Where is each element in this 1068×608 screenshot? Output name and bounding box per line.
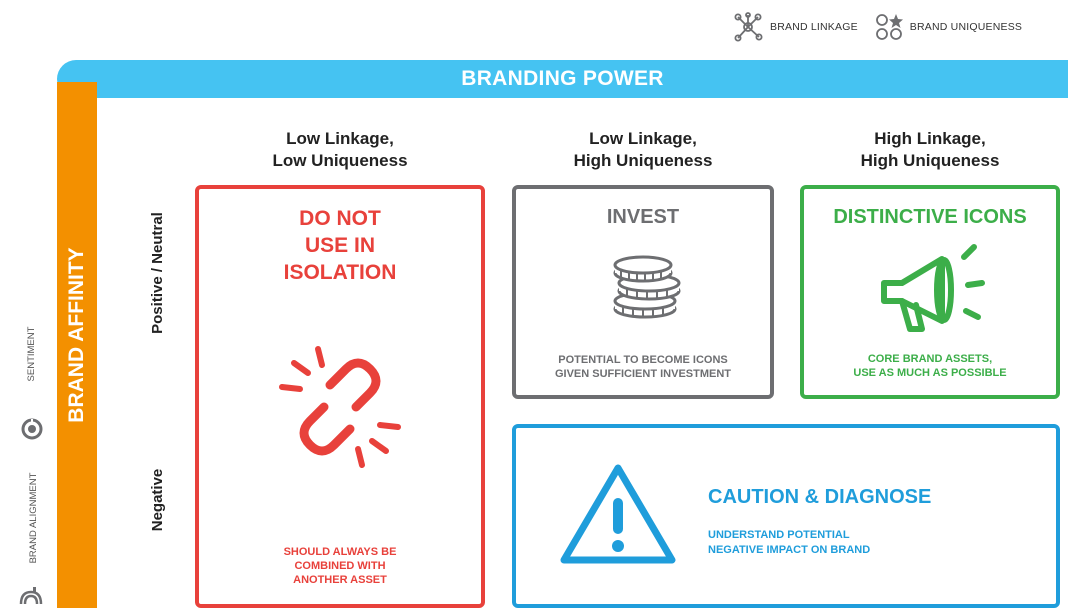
column-header-low-low: Low Linkage, Low Uniqueness (195, 128, 485, 172)
caution-desc: UNDERSTAND POTENTIAL NEGATIVE IMPACT ON … (708, 528, 870, 558)
do-not-use-box: DO NOT USE IN ISOLATION SHOULD ALWAYS BE… (195, 185, 485, 608)
coin-stack-icon (613, 255, 681, 319)
top-legend: BRAND LINKAGE BRAND UNIQUENESS (732, 12, 1022, 42)
desc-line: GIVEN SUFFICIENT INVESTMENT (554, 368, 731, 380)
broken-link-icon (279, 346, 401, 468)
brand-alignment-label: BRAND ALIGNMENT (28, 472, 39, 564)
desc-line: CORE BRAND ASSETS, (867, 353, 993, 365)
desc-line: NEGATIVE IMPACT ON BRAND (708, 544, 871, 556)
legend-linkage-label: BRAND LINKAGE (770, 21, 858, 33)
column-header-line2: Low Uniqueness (272, 151, 408, 170)
distinctive-title: DISTINCTIVE ICONS (833, 206, 1027, 228)
megaphone-icon (881, 244, 985, 332)
desc-line: USE AS MUCH AS POSSIBLE (853, 367, 1007, 379)
column-header-line1: High Linkage, (874, 129, 986, 148)
invest-box: INVEST POTENTIAL TO BECOME ICONS GIVEN S… (512, 185, 774, 399)
column-header-high-high: High Linkage, High Uniqueness (800, 128, 1060, 172)
caution-title: CAUTION & DIAGNOSE (708, 486, 932, 508)
desc-line: UNDERSTAND POTENTIAL (708, 529, 850, 541)
do-not-use-title: DO NOT USE IN ISOLATION (199, 205, 481, 286)
column-header-line2: High Uniqueness (860, 151, 1000, 170)
title-line: DO NOT (299, 207, 381, 230)
row-label-negative: Negative (149, 468, 166, 532)
distinctive-desc: CORE BRAND ASSETS, USE AS MUCH AS POSSIB… (804, 352, 1056, 380)
brand-affinity-bar (57, 82, 97, 608)
invest-desc: POTENTIAL TO BECOME ICONS GIVEN SUFFICIE… (516, 353, 770, 381)
column-header-line1: Low Linkage, (286, 129, 394, 148)
alignment-icon (19, 587, 43, 605)
warning-triangle-icon (560, 464, 676, 564)
caution-diagnose-box: CAUTION & DIAGNOSE UNDERSTAND POTENTIAL … (512, 424, 1060, 608)
desc-line: SHOULD ALWAYS BE (283, 546, 397, 558)
do-not-use-desc: SHOULD ALWAYS BE COMBINED WITH ANOTHER A… (199, 545, 481, 587)
branding-power-banner: BRANDING POWER (57, 60, 1068, 98)
sentiment-icon (21, 418, 43, 440)
desc-line: ANOTHER ASSET (293, 574, 387, 586)
desc-line: POTENTIAL TO BECOME ICONS (558, 354, 728, 366)
legend-brand-uniqueness: BRAND UNIQUENESS (874, 12, 1022, 42)
distinctive-icons-box: DISTINCTIVE ICONS CORE BRAND ASSETS, USE… (800, 185, 1060, 399)
circles-star-icon (875, 14, 903, 40)
invest-title: INVEST (606, 206, 680, 228)
column-header-line2: High Uniqueness (573, 151, 713, 170)
title-line: USE IN (304, 234, 375, 257)
banner-title: BRANDING POWER (461, 67, 664, 90)
desc-line: COMBINED WITH (294, 560, 386, 572)
column-header-low-high: Low Linkage, High Uniqueness (512, 128, 774, 172)
brand-affinity-title: BRAND AFFINITY (65, 247, 88, 423)
column-header-line1: Low Linkage, (589, 129, 697, 148)
legend-brand-linkage: BRAND LINKAGE (732, 12, 858, 42)
network-icon (734, 12, 763, 42)
title-line: ISOLATION (283, 261, 397, 284)
legend-uniqueness-label: BRAND UNIQUENESS (909, 21, 1023, 33)
row-label-positive-neutral: Positive / Neutral (149, 212, 166, 334)
sentiment-label: SENTIMENT (26, 326, 37, 382)
